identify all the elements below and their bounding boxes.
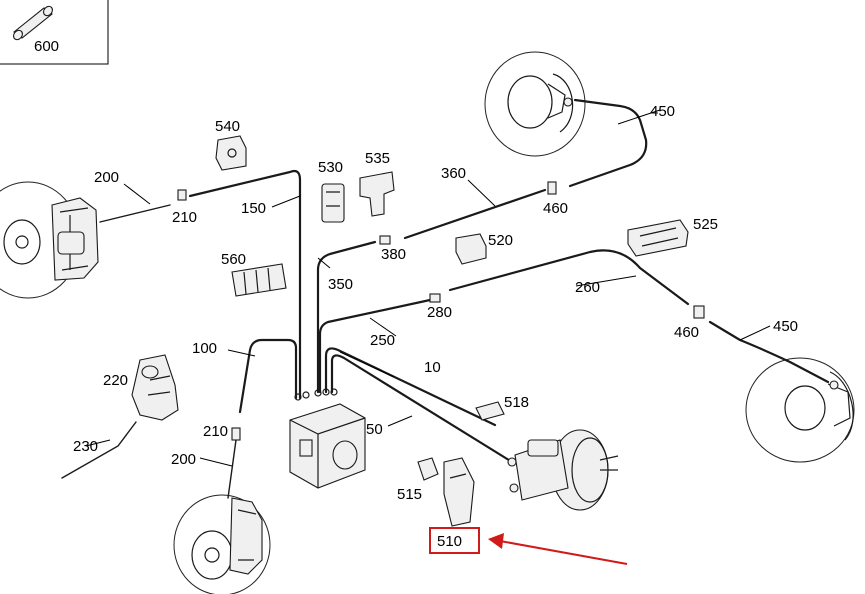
brake-disc-front-left-icon: [0, 181, 99, 299]
holder-525-icon: [627, 219, 689, 257]
label-220: 220: [103, 372, 128, 389]
leader-lines: [85, 109, 771, 467]
brake-disc-rear-left-icon: [745, 357, 855, 463]
bracket-510-icon: [443, 457, 475, 527]
brake-disc-front-right-icon: [173, 494, 271, 594]
label-540: 540: [215, 118, 240, 135]
brake-pipes: [61, 98, 830, 499]
label-450-bottom: 450: [773, 318, 798, 335]
abs-hydraulic-unit-icon: [289, 388, 366, 489]
label-230: 230: [73, 438, 98, 455]
connector-518-icon: [475, 401, 505, 421]
brake-disc-rear-right-icon: [484, 51, 586, 157]
label-260: 260: [575, 279, 600, 296]
label-150: 150: [241, 200, 266, 217]
sleeve-600-icon: [13, 5, 53, 41]
label-100: 100: [192, 340, 217, 357]
red-arrow-icon: [488, 533, 628, 565]
label-525: 525: [693, 216, 718, 233]
label-200-bottom: 200: [171, 451, 196, 468]
pipe-fittings: [177, 181, 705, 441]
label-530: 530: [318, 159, 343, 176]
label-515: 515: [397, 486, 422, 503]
clip-530-icon: [321, 183, 345, 223]
part-labels: 600 540 530 535 450 360 200 210 150 460 …: [34, 38, 798, 503]
pedal-bracket-220-icon: [131, 354, 179, 421]
label-200-top: 200: [94, 169, 119, 186]
clip-set-560-icon: [231, 263, 287, 297]
label-210-top: 210: [172, 209, 197, 226]
label-520: 520: [488, 232, 513, 249]
clip-535-icon: [359, 171, 395, 217]
label-460-bottom: 460: [674, 324, 699, 341]
label-460-top: 460: [543, 200, 568, 217]
label-50: 50: [366, 421, 383, 438]
label-350: 350: [328, 276, 353, 293]
connector-540-icon: [215, 135, 247, 171]
label-280: 280: [427, 304, 452, 321]
inset-box-600: [0, 0, 109, 65]
label-510: 510: [437, 533, 462, 550]
label-535: 535: [365, 150, 390, 167]
bracket-515-icon: [417, 457, 439, 481]
label-450-top: 450: [650, 103, 675, 120]
holder-520-icon: [455, 233, 487, 265]
label-380: 380: [381, 246, 406, 263]
label-560: 560: [221, 251, 246, 268]
label-360: 360: [441, 165, 466, 182]
brake-booster-master-cylinder-icon: [507, 429, 619, 511]
highlighted-part-510[interactable]: 510: [429, 527, 480, 554]
label-10: 10: [424, 359, 441, 376]
label-250: 250: [370, 332, 395, 349]
label-210-bottom: 210: [203, 423, 228, 440]
label-600: 600: [34, 38, 59, 55]
label-518: 518: [504, 394, 529, 411]
